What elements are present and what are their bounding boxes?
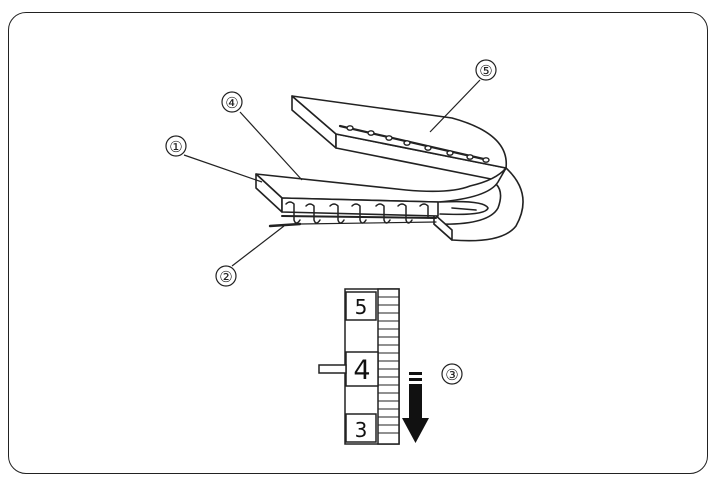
dial-pointer (318, 364, 347, 374)
callout-4-label: ④ (225, 94, 238, 112)
top-fabric-layer (291, 95, 507, 183)
callout-1 (165, 135, 263, 183)
callout-3 (441, 363, 463, 385)
callout-5 (429, 59, 497, 133)
callouts (165, 59, 497, 385)
fabric-fold (433, 167, 524, 242)
dial-lower-box (345, 413, 377, 443)
callout-3-label: ③ (445, 366, 458, 384)
callout-2 (215, 225, 285, 287)
blind-hem-stitches (268, 201, 437, 228)
dial-current-value: 4 (353, 355, 370, 386)
dial-upper-box (345, 291, 377, 321)
arrow-down-icon (402, 372, 429, 443)
callout-1-label: ① (169, 138, 182, 156)
fabric-illustration (255, 95, 524, 242)
stitch-width-dial (318, 288, 400, 445)
dial-lower-value: 3 (355, 418, 368, 442)
dial-current-box (345, 351, 379, 387)
top-layer-stitches (338, 124, 490, 163)
dial-rib-lines (378, 296, 399, 434)
dial-upper-value: 5 (355, 295, 368, 319)
dial-ribs (377, 288, 400, 445)
callout-5-label: ⑤ (479, 62, 492, 80)
callout-2-label: ② (219, 268, 232, 286)
callout-4 (221, 91, 303, 181)
